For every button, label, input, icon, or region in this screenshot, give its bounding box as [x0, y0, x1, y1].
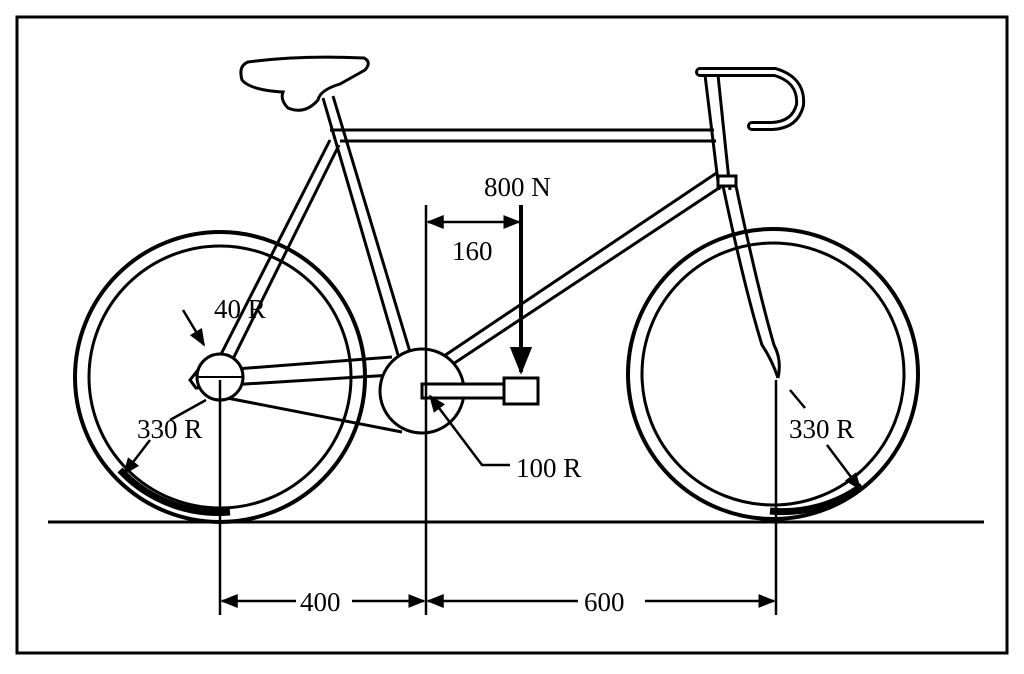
front-wheel-radius-label: 330 R — [789, 414, 854, 444]
pedal — [502, 376, 540, 406]
crank-to-front-dimension-label: 600 — [584, 587, 625, 617]
pedal-offset-label: 160 — [452, 236, 493, 266]
crank-arm — [420, 382, 506, 400]
leader-lines — [122, 309, 862, 491]
reference-lines — [218, 205, 778, 615]
front-wheel — [626, 227, 920, 521]
rear-sprocket-radius-label: 40 R — [214, 294, 266, 324]
chainring-radius-label: 100 R — [516, 453, 581, 483]
diagram-border — [15, 15, 1009, 655]
rear-to-crank-dimension-label: 400 — [300, 587, 341, 617]
rear-wheel-radius-label: 330 R — [137, 414, 202, 444]
force-label: 800 N — [484, 172, 551, 202]
saddle — [239, 55, 370, 112]
